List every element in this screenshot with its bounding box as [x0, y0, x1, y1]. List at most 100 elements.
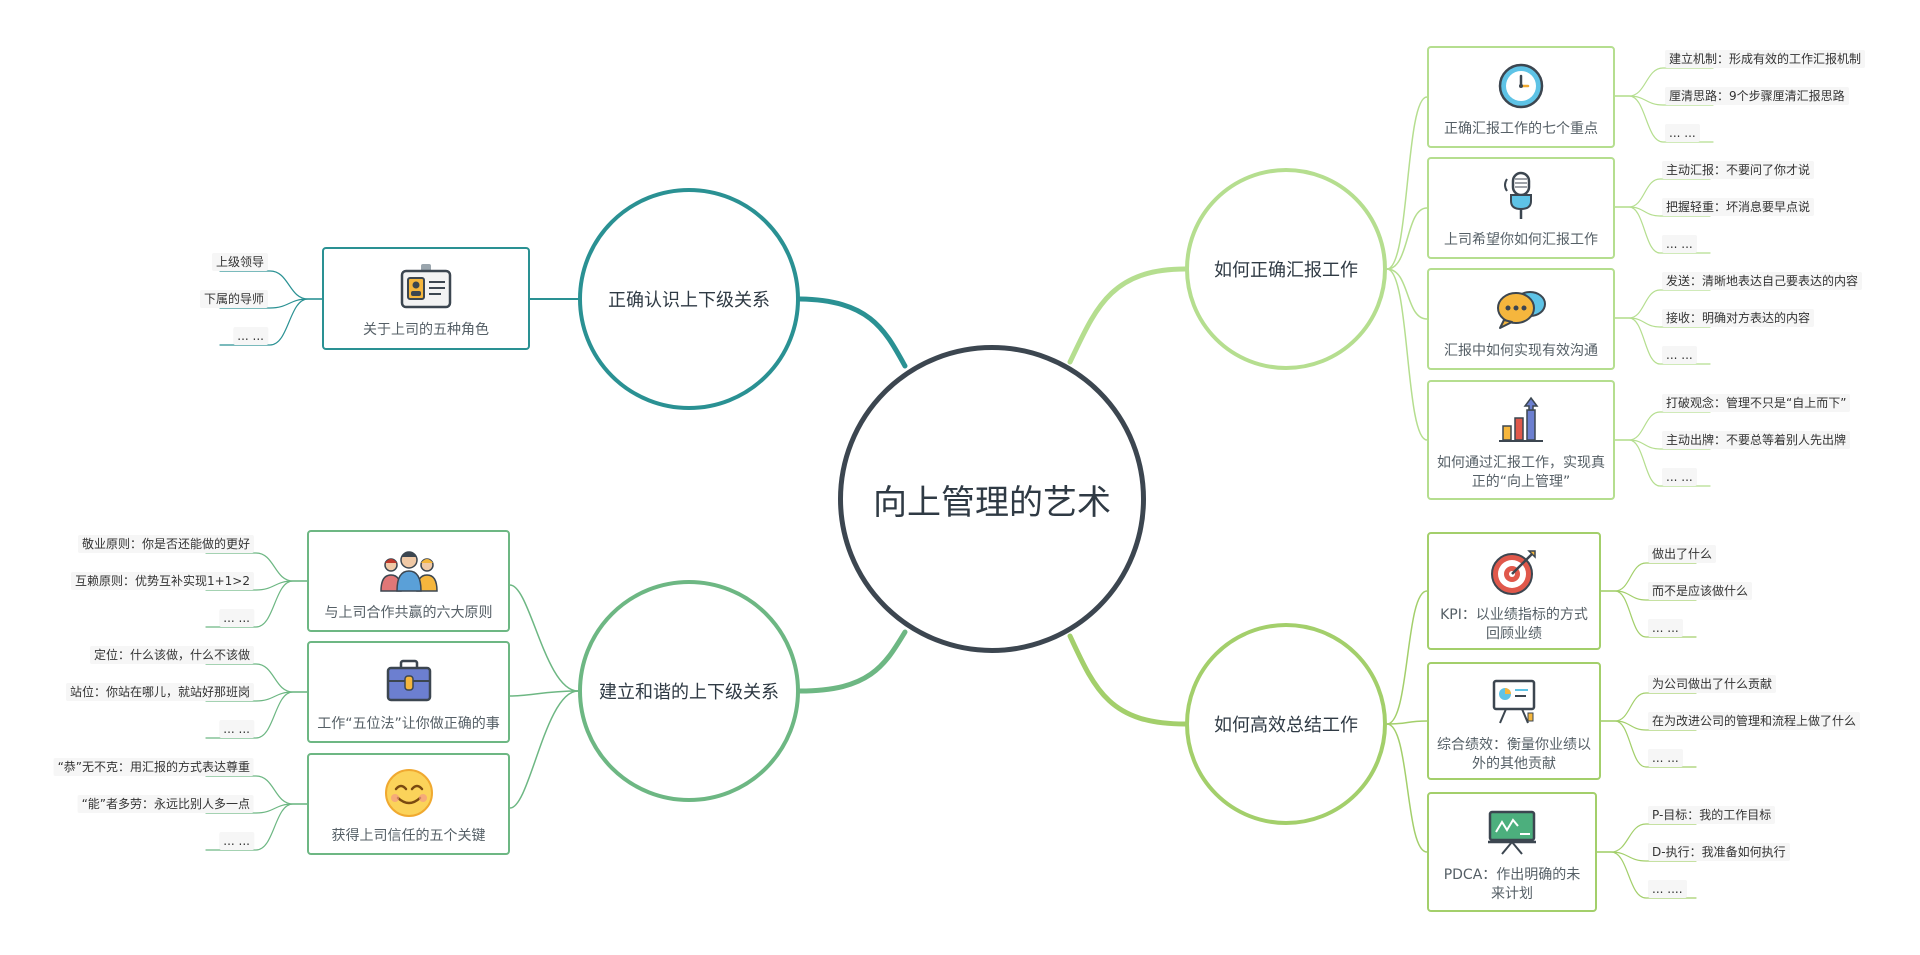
connector-leaf [1600, 720, 1697, 768]
connector-harmony-card [509, 584, 579, 692]
leaf-item[interactable]: ... ... [233, 327, 268, 345]
connector-leaf [1614, 317, 1711, 365]
easel-chart-icon [1486, 804, 1538, 860]
leaf-item[interactable]: ... ... [1662, 468, 1697, 486]
microphone-icon [1499, 169, 1543, 225]
connector-summary-card [1386, 723, 1428, 853]
topic-label: 正确认识上下级关系 [608, 290, 770, 311]
leaf-item[interactable]: 厘清思路：9个步骤厘清汇报思路 [1665, 87, 1849, 105]
presentation-board-icon [1490, 674, 1538, 730]
leaf-item[interactable]: 打破观念：管理不只是“自上而下” [1662, 394, 1851, 412]
connector-report-card [1386, 96, 1428, 270]
card-pdca[interactable]: PDCA：作出明确的未来计划 [1427, 792, 1597, 912]
leaf-item[interactable]: “恭”无不克：用汇报的方式表达尊重 [53, 758, 254, 776]
leaf-item[interactable]: 而不是应该做什么 [1648, 582, 1753, 600]
leaf-item[interactable]: 敬业原则：你是否还能做的更好 [77, 535, 254, 553]
connector-leaf [219, 298, 323, 346]
topic-summarize-work[interactable]: 如何高效总结工作 [1185, 623, 1387, 825]
leaf-item[interactable]: ... ... [1648, 619, 1683, 637]
leaf-item[interactable]: 把握轻重：坏消息要早点说 [1662, 198, 1815, 216]
topic-build-harmony[interactable]: 建立和谐的上下级关系 [578, 580, 800, 802]
card-report-expectation[interactable]: 上司希望你如何汇报工作 [1427, 157, 1615, 259]
connector-leaf [205, 580, 308, 628]
leaf-item[interactable]: ... ... [1665, 124, 1700, 142]
card-label: 与上司合作共赢的六大原则 [324, 605, 493, 621]
leaf-item[interactable]: 站位：你站在哪儿，就站好那班岗 [65, 683, 254, 701]
topic-label: 建立和谐的上下级关系 [599, 682, 779, 703]
connector-harmony-card [509, 690, 579, 809]
connector-central-recognize [797, 296, 908, 369]
leaf-item[interactable]: 建立机制：形成有效的工作汇报机制 [1665, 50, 1866, 68]
leaf-item[interactable]: ... ... [219, 609, 254, 627]
connector-leaf [1596, 851, 1697, 899]
leaf-item[interactable]: 上级领导 [211, 253, 268, 271]
leaf-item[interactable]: 在为改进公司的管理和流程上做了什么 [1648, 712, 1861, 730]
connector-leaf [1614, 439, 1711, 487]
leaf-item[interactable]: ... ... [219, 832, 254, 850]
connector-harmony-card [509, 690, 579, 697]
connector-summary-card [1386, 590, 1428, 725]
card-effective-communication[interactable]: 汇报中如何实现有效沟通 [1427, 268, 1615, 370]
topic-recognize-relationship[interactable]: 正确认识上下级关系 [578, 188, 800, 410]
chat-bubbles-icon [1494, 280, 1548, 336]
card-true-upward-management[interactable]: 如何通过汇报工作，实现真正的“向上管理” [1427, 380, 1615, 500]
card-label: 如何通过汇报工作，实现真正的“向上管理” [1437, 455, 1605, 490]
card-label: 上司希望你如何汇报工作 [1444, 232, 1598, 248]
card-kpi[interactable]: KPI：以业绩指标的方式回顾业绩 [1427, 532, 1601, 650]
connector-central-summary [1067, 633, 1188, 727]
leaf-item[interactable]: D-执行：我准备如何执行 [1648, 843, 1790, 861]
connector-leaf [205, 691, 308, 739]
leaf-item[interactable]: ... ... [1648, 749, 1683, 767]
central-topic[interactable]: 向上管理的艺术 [838, 345, 1146, 653]
leaf-item[interactable]: 主动汇报：不要问了你才说 [1662, 161, 1815, 179]
card-seven-points[interactable]: 正确汇报工作的七个重点 [1427, 46, 1615, 148]
connector-leaf [1614, 95, 1714, 143]
target-icon [1489, 544, 1539, 600]
connector-report-card [1386, 268, 1428, 441]
briefcase-icon [384, 653, 434, 709]
clock-icon [1497, 58, 1545, 114]
card-label: 综合绩效：衡量你业绩以外的其他贡献 [1437, 737, 1591, 772]
card-six-principles[interactable]: 与上司合作共赢的六大原则 [307, 530, 510, 632]
smile-icon [383, 765, 435, 821]
leaf-item[interactable]: 互赖原则：优势互补实现1+1>2 [70, 572, 254, 590]
leaf-item[interactable]: “能”者多劳：永远比别人多一点 [77, 795, 254, 813]
card-label: KPI：以业绩指标的方式回顾业绩 [1440, 607, 1588, 642]
card-five-positions[interactable]: 工作“五位法”让你做正确的事 [307, 641, 510, 743]
connector-central-harmony [797, 629, 908, 694]
leaf-item[interactable]: 为公司做出了什么贡献 [1648, 675, 1777, 693]
connector-leaf [1600, 590, 1697, 638]
leaf-item[interactable]: ... ... [219, 720, 254, 738]
bar-chart-icon [1497, 392, 1545, 448]
card-label: 关于上司的五种角色 [363, 322, 489, 338]
leaf-item[interactable]: 主动出牌：不要总等着别人先出牌 [1662, 431, 1851, 449]
card-label: 正确汇报工作的七个重点 [1444, 121, 1598, 137]
leaf-item[interactable]: P-目标：我的工作目标 [1648, 806, 1776, 824]
central-topic-label: 向上管理的艺术 [873, 482, 1111, 523]
leaf-item[interactable]: ... ... [1662, 235, 1697, 253]
leaf-item[interactable]: 下属的导师 [199, 290, 268, 308]
team-icon [379, 542, 439, 598]
card-five-roles[interactable]: 关于上司的五种角色 [322, 247, 530, 350]
card-comprehensive-performance[interactable]: 综合绩效：衡量你业绩以外的其他贡献 [1427, 662, 1601, 780]
connector-report-card [1386, 268, 1428, 320]
leaf-item[interactable]: ... ... [1662, 346, 1697, 364]
leaf-item[interactable]: 接收：明确对方表达的内容 [1662, 309, 1815, 327]
topic-report-work[interactable]: 如何正确汇报工作 [1185, 168, 1387, 370]
card-label: 汇报中如何实现有效沟通 [1444, 343, 1598, 359]
leaf-item[interactable]: ... .... [1648, 880, 1687, 898]
topic-label: 如何高效总结工作 [1214, 715, 1358, 736]
connector-central-report [1067, 266, 1188, 365]
connector-summary-card [1386, 720, 1428, 725]
id-badge-icon [399, 259, 453, 315]
leaf-item[interactable]: 定位：什么该做，什么不该做 [89, 646, 254, 664]
leaf-item[interactable]: 做出了什么 [1648, 545, 1717, 563]
connector-report-card [1386, 207, 1428, 270]
card-label: 获得上司信任的五个关键 [331, 828, 486, 844]
leaf-item[interactable]: 发送：清晰地表达自己要表达的内容 [1662, 272, 1863, 290]
topic-label: 如何正确汇报工作 [1214, 260, 1358, 281]
card-five-keys[interactable]: 获得上司信任的五个关键 [307, 753, 510, 855]
connector-leaf [1614, 206, 1711, 254]
